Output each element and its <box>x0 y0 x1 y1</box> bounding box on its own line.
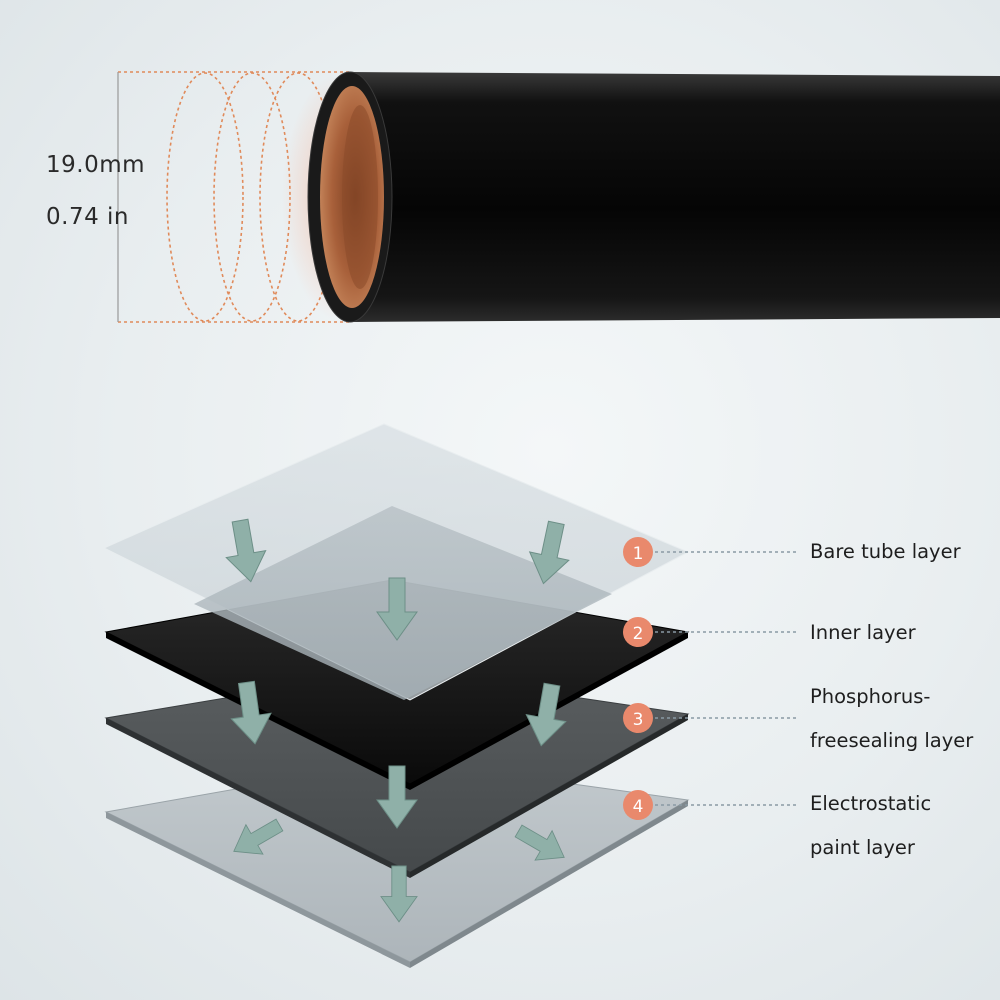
layer-label-bare-tube: Bare tube layer <box>810 540 961 563</box>
badge-number-1: 1 <box>633 544 644 564</box>
badge-number-4: 4 <box>633 797 644 817</box>
layer-label-phosphorus-line-1: Phosphorus- <box>810 685 931 708</box>
layer-label-phosphorus-line-2: freesealing layer <box>810 729 974 752</box>
layer-label-electrostatic-line-1: Electrostatic <box>810 792 932 815</box>
badge-circle-1 <box>623 537 653 567</box>
badge-number-3: 3 <box>633 710 644 730</box>
tube-body <box>350 72 1000 322</box>
tube-illustration <box>117 71 1000 323</box>
badge-circle-3 <box>623 703 653 733</box>
badge-circle-4 <box>623 790 653 820</box>
badge-circle-2 <box>623 617 653 647</box>
layer-label-electrostatic-line-2: paint layer <box>810 836 915 859</box>
ghost-section-2 <box>213 72 291 322</box>
layer-label-inner: Inner layer <box>810 621 916 644</box>
callouts: 1 2 3 4 <box>623 537 796 820</box>
badge-number-2: 2 <box>633 624 644 644</box>
ghost-section-1 <box>166 72 244 322</box>
diameter-imperial: 0.74 in <box>46 204 129 230</box>
diameter-metric: 19.0mm <box>46 152 146 178</box>
layer-stack <box>102 423 690 968</box>
